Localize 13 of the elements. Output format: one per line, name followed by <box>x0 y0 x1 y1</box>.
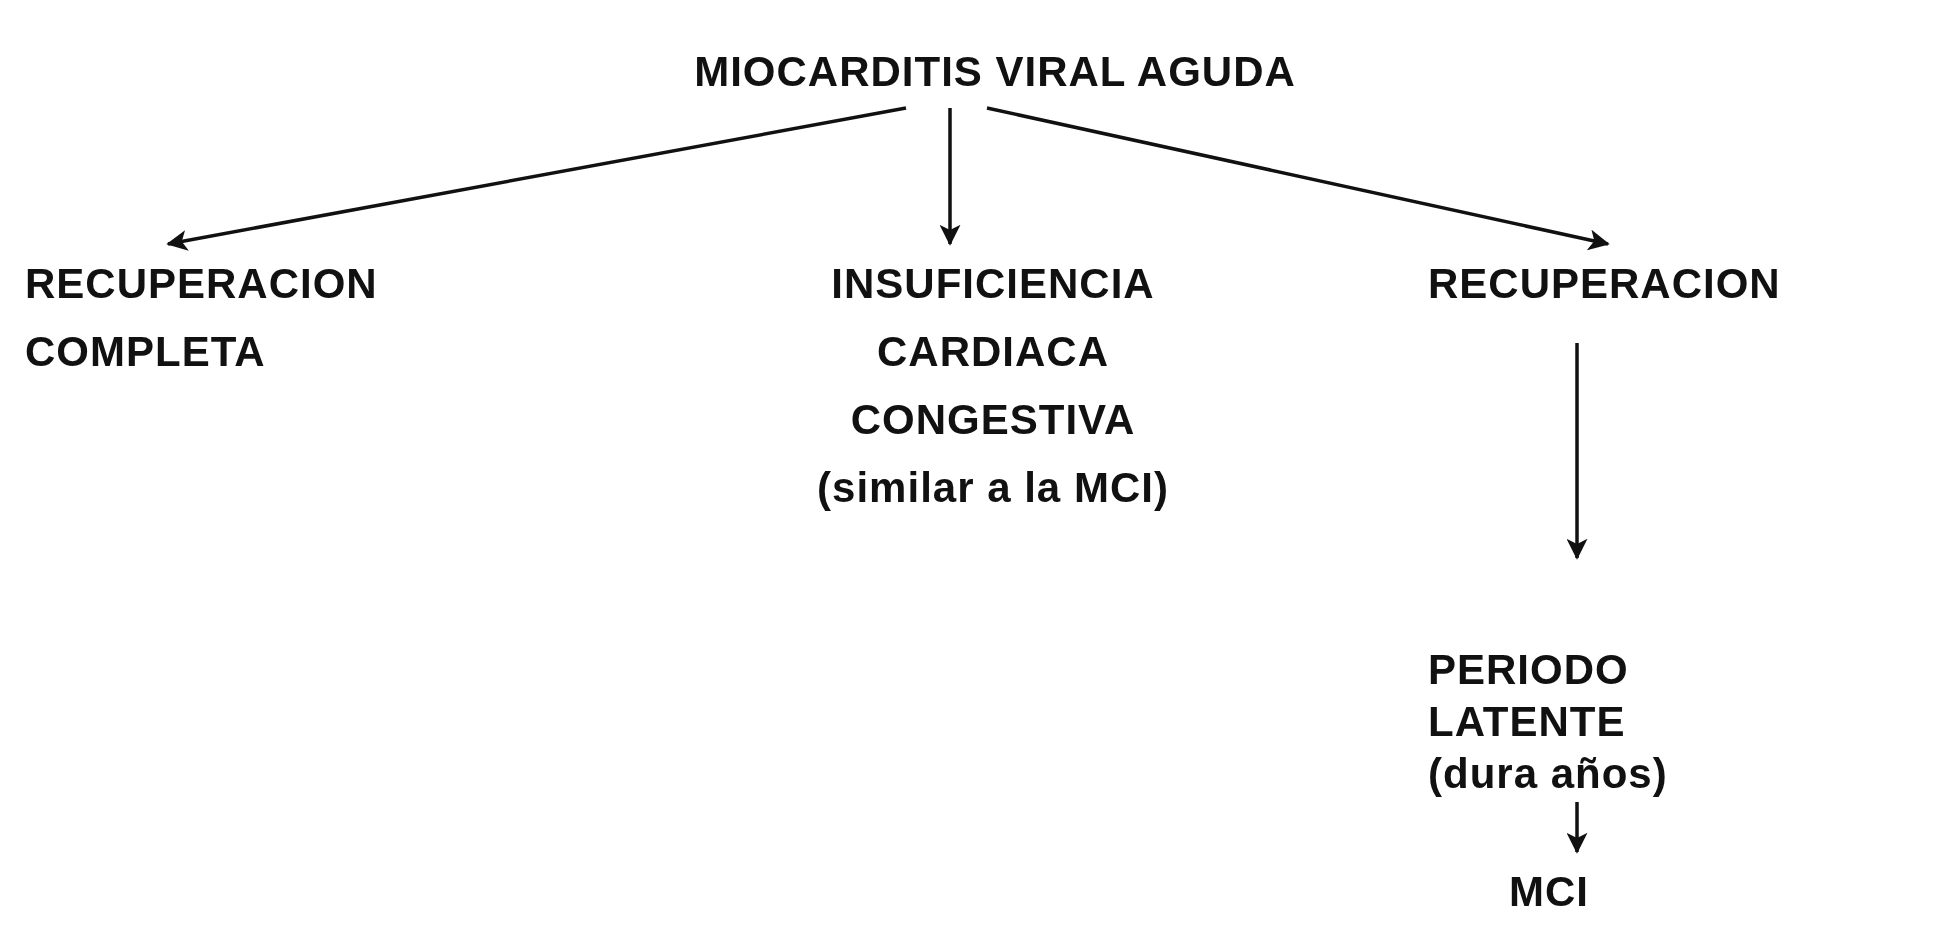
arrow <box>1566 802 1588 854</box>
node-label: MIOCARDITIS VIRAL AGUDA <box>693 47 1297 97</box>
node-note: (similar a la MCI) <box>816 463 1170 513</box>
node-label: MCI <box>1509 867 1590 917</box>
node-label: PERIODO LATENTE <box>1428 645 1630 747</box>
arrow <box>986 106 1610 251</box>
node-note: (dura años) <box>1428 749 1669 799</box>
arrow <box>939 108 961 246</box>
arrow <box>166 106 907 251</box>
node-label: RECUPERACION COMPLETA <box>25 259 379 377</box>
node-label: INSUFICIENCIA CARDIACA CONGESTIVA <box>830 259 1156 445</box>
node-label: RECUPERACION <box>1428 259 1782 309</box>
arrow <box>1566 343 1588 560</box>
